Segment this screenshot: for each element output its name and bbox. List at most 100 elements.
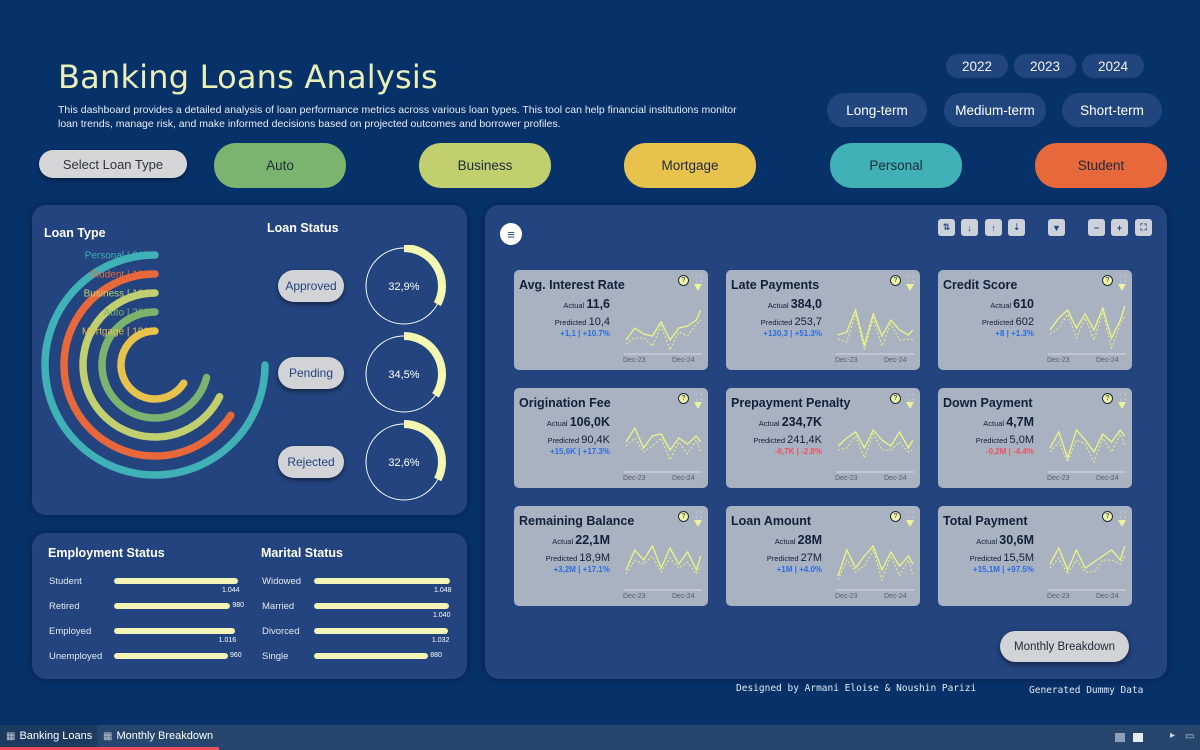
kpi-sparkline: [1048, 545, 1126, 591]
year-2024-button[interactable]: 2024: [1082, 54, 1144, 78]
help-icon[interactable]: ?: [890, 275, 901, 286]
help-icon[interactable]: ?: [678, 275, 689, 286]
status-pending-button[interactable]: Pending: [278, 357, 344, 389]
radial-bar-0: [41, 251, 269, 479]
loan-type-business-button[interactable]: Business: [419, 143, 551, 188]
sort-ascending-icon[interactable]: ↑: [985, 219, 1002, 236]
sort-both-icon[interactable]: ⇅: [938, 219, 955, 236]
grid-icon: ▦: [6, 730, 16, 742]
loan-type-mortgage-button[interactable]: Mortgage: [624, 143, 756, 188]
sort-descending-icon[interactable]: ↓: [961, 219, 978, 236]
loan-type-personal-button[interactable]: Personal: [830, 143, 962, 188]
kpi-title: Credit Score: [943, 278, 1018, 292]
actual-value: 30,6M: [999, 533, 1034, 547]
year-2023-button[interactable]: 2023: [1014, 54, 1076, 78]
loan-type-student-button[interactable]: Student: [1035, 143, 1167, 188]
status-rejected-button[interactable]: Rejected: [278, 446, 344, 478]
actual-line: [625, 309, 702, 342]
filter-icon[interactable]: [1118, 284, 1126, 291]
loan-type-auto-button[interactable]: Auto: [214, 143, 346, 188]
menu-icon[interactable]: ≡: [500, 223, 522, 245]
zoom-in-icon[interactable]: +: [1111, 219, 1128, 236]
kpi-predicted: Predicted 241,4K: [753, 434, 822, 446]
filter-icon[interactable]: [1118, 520, 1126, 527]
expand-icon[interactable]: ⛶: [695, 392, 702, 402]
film-strip-icon[interactable]: [1133, 733, 1143, 742]
kpi-actual: Actual 4,7M: [983, 415, 1034, 429]
kpi-sparkline: [1048, 305, 1126, 355]
expand-icon[interactable]: ⛶: [907, 510, 914, 520]
kpi-title: Down Payment: [943, 396, 1033, 410]
predicted-label: Predicted: [969, 554, 1002, 563]
monthly-breakdown-button[interactable]: Monthly Breakdown: [1000, 631, 1129, 662]
marital-bar[interactable]: [314, 578, 450, 584]
filter-icon[interactable]: [1118, 402, 1126, 409]
filter-icon[interactable]: [694, 284, 702, 291]
marital-bar[interactable]: [314, 653, 429, 659]
date-end-label: Dec-24: [1096, 475, 1119, 482]
predicted-value: 5,0M: [1009, 434, 1034, 446]
filter-icon[interactable]: [694, 520, 702, 527]
grid-icon: ▦: [103, 730, 113, 742]
year-2022-button[interactable]: 2022: [946, 54, 1008, 78]
employment-bar[interactable]: [114, 628, 235, 634]
expand-icon[interactable]: ⛶: [695, 510, 702, 520]
help-icon[interactable]: ?: [1102, 393, 1113, 404]
zoom-out-icon[interactable]: −: [1088, 219, 1105, 236]
kpi-title: Origination Fee: [519, 396, 611, 410]
expand-icon[interactable]: ⛶: [695, 274, 702, 284]
filter-icon[interactable]: [906, 402, 914, 409]
expand-icon[interactable]: ⛶: [907, 392, 914, 402]
help-icon[interactable]: ?: [1102, 511, 1113, 522]
donut-arc: [403, 332, 446, 398]
sort-clear-icon[interactable]: ⇣: [1008, 219, 1025, 236]
employment-label: Unemployed: [49, 651, 103, 662]
select-loan-type-button[interactable]: Select Loan Type: [39, 150, 187, 178]
help-icon[interactable]: ?: [890, 393, 901, 404]
filter-icon[interactable]: [906, 520, 914, 527]
expand-icon[interactable]: ⛶: [1119, 274, 1126, 284]
predicted-value: 90,4K: [581, 434, 610, 446]
fullscreen-icon[interactable]: ⛶: [1135, 219, 1152, 236]
status-approved-button[interactable]: Approved: [278, 270, 344, 302]
filter-icon[interactable]: [694, 402, 702, 409]
marital-bar[interactable]: [314, 603, 449, 609]
marital-bar[interactable]: [314, 628, 448, 634]
tab-banking-loans[interactable]: ▦ Banking Loans: [0, 725, 97, 750]
help-icon[interactable]: ?: [678, 511, 689, 522]
marital-label: Divorced: [262, 626, 300, 637]
date-start-label: Dec-23: [623, 357, 646, 364]
help-icon[interactable]: ?: [890, 511, 901, 522]
medium-term-button[interactable]: Medium-term: [944, 93, 1046, 127]
loan-status-title: Loan Status: [267, 221, 339, 235]
marital-label: Widowed: [262, 576, 302, 587]
predicted-value: 10,4: [588, 316, 610, 328]
actual-label: Actual: [976, 537, 998, 546]
long-term-button[interactable]: Long-term: [827, 93, 927, 127]
filter-clear-icon[interactable]: ▼: [1048, 219, 1065, 236]
employment-bar[interactable]: [114, 603, 231, 609]
tab-monthly-breakdown[interactable]: ▦ Monthly Breakdown: [97, 725, 219, 750]
play-icon[interactable]: ▸: [1170, 730, 1176, 741]
sheet-sorter-icon[interactable]: [1115, 733, 1125, 742]
expand-icon[interactable]: ⛶: [1119, 392, 1126, 402]
help-icon[interactable]: ?: [678, 393, 689, 404]
kpi-difference: -0,2M | -4.4%: [985, 447, 1034, 456]
expand-icon[interactable]: ⛶: [907, 274, 914, 284]
employment-bar[interactable]: [114, 653, 229, 659]
present-icon[interactable]: ▭: [1185, 731, 1195, 742]
expand-icon[interactable]: ⛶: [1119, 510, 1126, 520]
short-term-button[interactable]: Short-term: [1062, 93, 1162, 127]
filter-icon[interactable]: [906, 284, 914, 291]
employment-bar[interactable]: [114, 578, 238, 584]
help-icon[interactable]: ?: [1102, 275, 1113, 286]
